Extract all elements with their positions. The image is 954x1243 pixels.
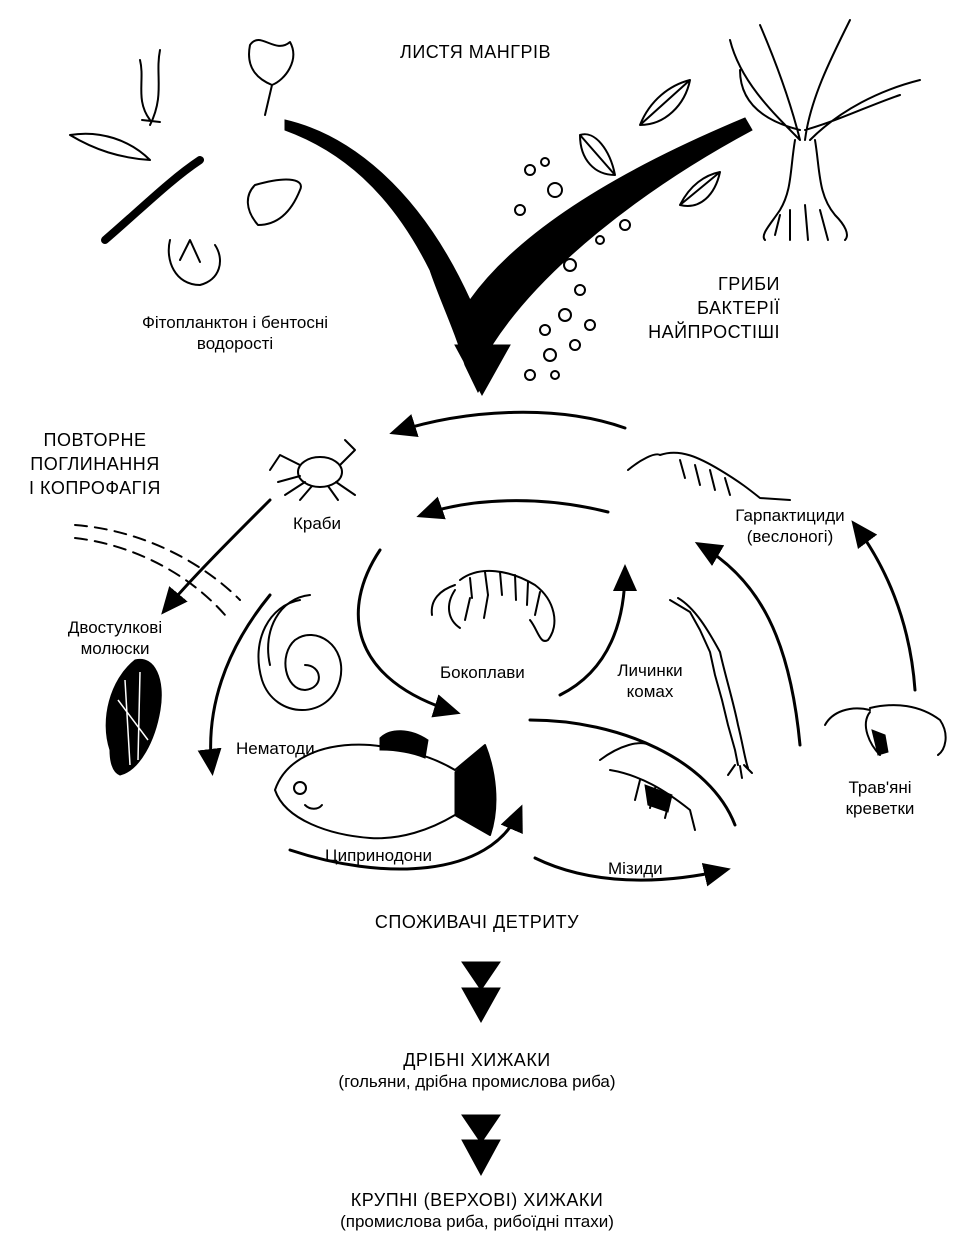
microbe-icon	[514, 157, 631, 381]
phytoplankton-label-line1: Фітопланктон і бентосні	[141, 313, 329, 332]
mysids-label: Мізиди	[608, 859, 663, 878]
shrimp-to-copepod-arrow	[851, 520, 917, 692]
reuptake-label-line2: ПОГЛИНАННЯ	[30, 454, 160, 474]
inner-cycle-arrow-top	[416, 496, 610, 520]
reuptake-dashed-line-2	[74, 537, 226, 616]
crab-icon	[269, 439, 356, 501]
bivalve-icon	[105, 658, 162, 776]
bivalves-label: Двостулкові молюски	[50, 617, 180, 659]
grass-shrimp-label-line1: Трав'яні	[848, 778, 912, 797]
phytoplankton-label-line2: водорості	[196, 334, 274, 353]
nematodes-label: Нематоди	[236, 739, 315, 758]
grass-shrimp-label-line2: креветки	[845, 799, 915, 818]
reuptake-dashed-line-1	[74, 524, 241, 601]
shrimp-icon	[824, 704, 947, 756]
top-predators-examples: (промислова риба, рибоїдні птахи)	[340, 1212, 614, 1231]
reuptake-label-line1: ПОВТОРНЕ	[43, 430, 147, 450]
algae-icon	[69, 39, 302, 286]
reuptake-label: ПОВТОРНЕ ПОГЛИНАННЯ І КОПРОФАГІЯ	[10, 428, 180, 500]
small-to-top-predators-arrow	[461, 1114, 501, 1177]
mysid-icon	[599, 742, 696, 831]
crabs-label: Краби	[293, 514, 342, 533]
mangrove-leaf-icon	[579, 79, 721, 207]
inner-right-arc-arrow	[558, 564, 637, 697]
copepod-icon	[627, 451, 791, 501]
right-outer-arc-arrow	[694, 541, 802, 747]
grass-shrimp-label: Трав'яні креветки	[830, 777, 930, 819]
fish-cycle-arrow	[288, 804, 523, 871]
phytoplankton-label: Фітопланктон і бентосні водорості	[115, 312, 355, 354]
midge-larvae-label-line2: комах	[626, 682, 674, 701]
mysid-cycle-arrow-bottom	[533, 856, 731, 887]
amphipod-icon	[430, 569, 556, 642]
nematode-icon	[257, 594, 343, 711]
microbes-label-line1: ГРИБИ	[718, 274, 780, 294]
midge-larvae-label: Личинки комах	[605, 660, 695, 702]
mangrove-tree-icon	[729, 19, 921, 241]
midge-larva-icon	[669, 597, 753, 779]
consumers-to-small-predators-arrow	[461, 961, 501, 1024]
detritus-consumers-label: СПОЖИВАЧІ ДЕТРИТУ	[374, 912, 580, 932]
mysid-cycle-arrow-top	[528, 718, 737, 827]
small-predators-label: ДРІБНІ ХИЖАКИ	[403, 1050, 551, 1070]
small-predators-block: ДРІБНІ ХИЖАКИ (гольяни, дрібна промислов…	[0, 1050, 954, 1092]
cyprinodonts-label: Ципринодони	[325, 846, 432, 865]
harpacticoids-label-line1: Гарпактициди	[735, 506, 845, 525]
microbes-label-line3: НАЙПРОСТІШІ	[648, 322, 780, 342]
harpacticoids-label-line2: (веслоногі)	[746, 527, 834, 546]
mangrove-leaves-label: ЛИСТЯ МАНГРІВ	[400, 42, 552, 62]
outer-cycle-arrow-top	[389, 410, 627, 438]
harpacticoids-label: Гарпактициди (веслоногі)	[720, 505, 860, 547]
main-input-arrow	[284, 117, 753, 394]
bivalves-label-line1: Двостулкові	[67, 618, 163, 637]
crab-to-bivalve-arrow	[161, 498, 272, 615]
top-predators-block: КРУПНІ (ВЕРХОВІ) ХИЖАКИ (промислова риба…	[0, 1190, 954, 1232]
left-cycle-arrow-down	[197, 593, 272, 776]
microbes-label-line2: БАКТЕРІЇ	[697, 298, 780, 318]
fish-icon	[274, 730, 497, 840]
midge-larvae-label-line1: Личинки	[617, 661, 683, 680]
top-predators-label: КРУПНІ (ВЕРХОВІ) ХИЖАКИ	[350, 1190, 604, 1210]
microbes-label: ГРИБИ БАКТЕРІЇ НАЙПРОСТІШІ	[630, 272, 780, 344]
bivalves-label-line2: молюски	[80, 639, 150, 658]
reuptake-label-line3: І КОПРОФАГІЯ	[29, 478, 161, 498]
amphipods-label: Бокоплави	[440, 663, 525, 682]
small-predators-examples: (гольяни, дрібна промислова риба)	[338, 1072, 616, 1091]
main-arrow-head	[454, 344, 511, 397]
inner-left-arc-arrow	[356, 548, 461, 718]
